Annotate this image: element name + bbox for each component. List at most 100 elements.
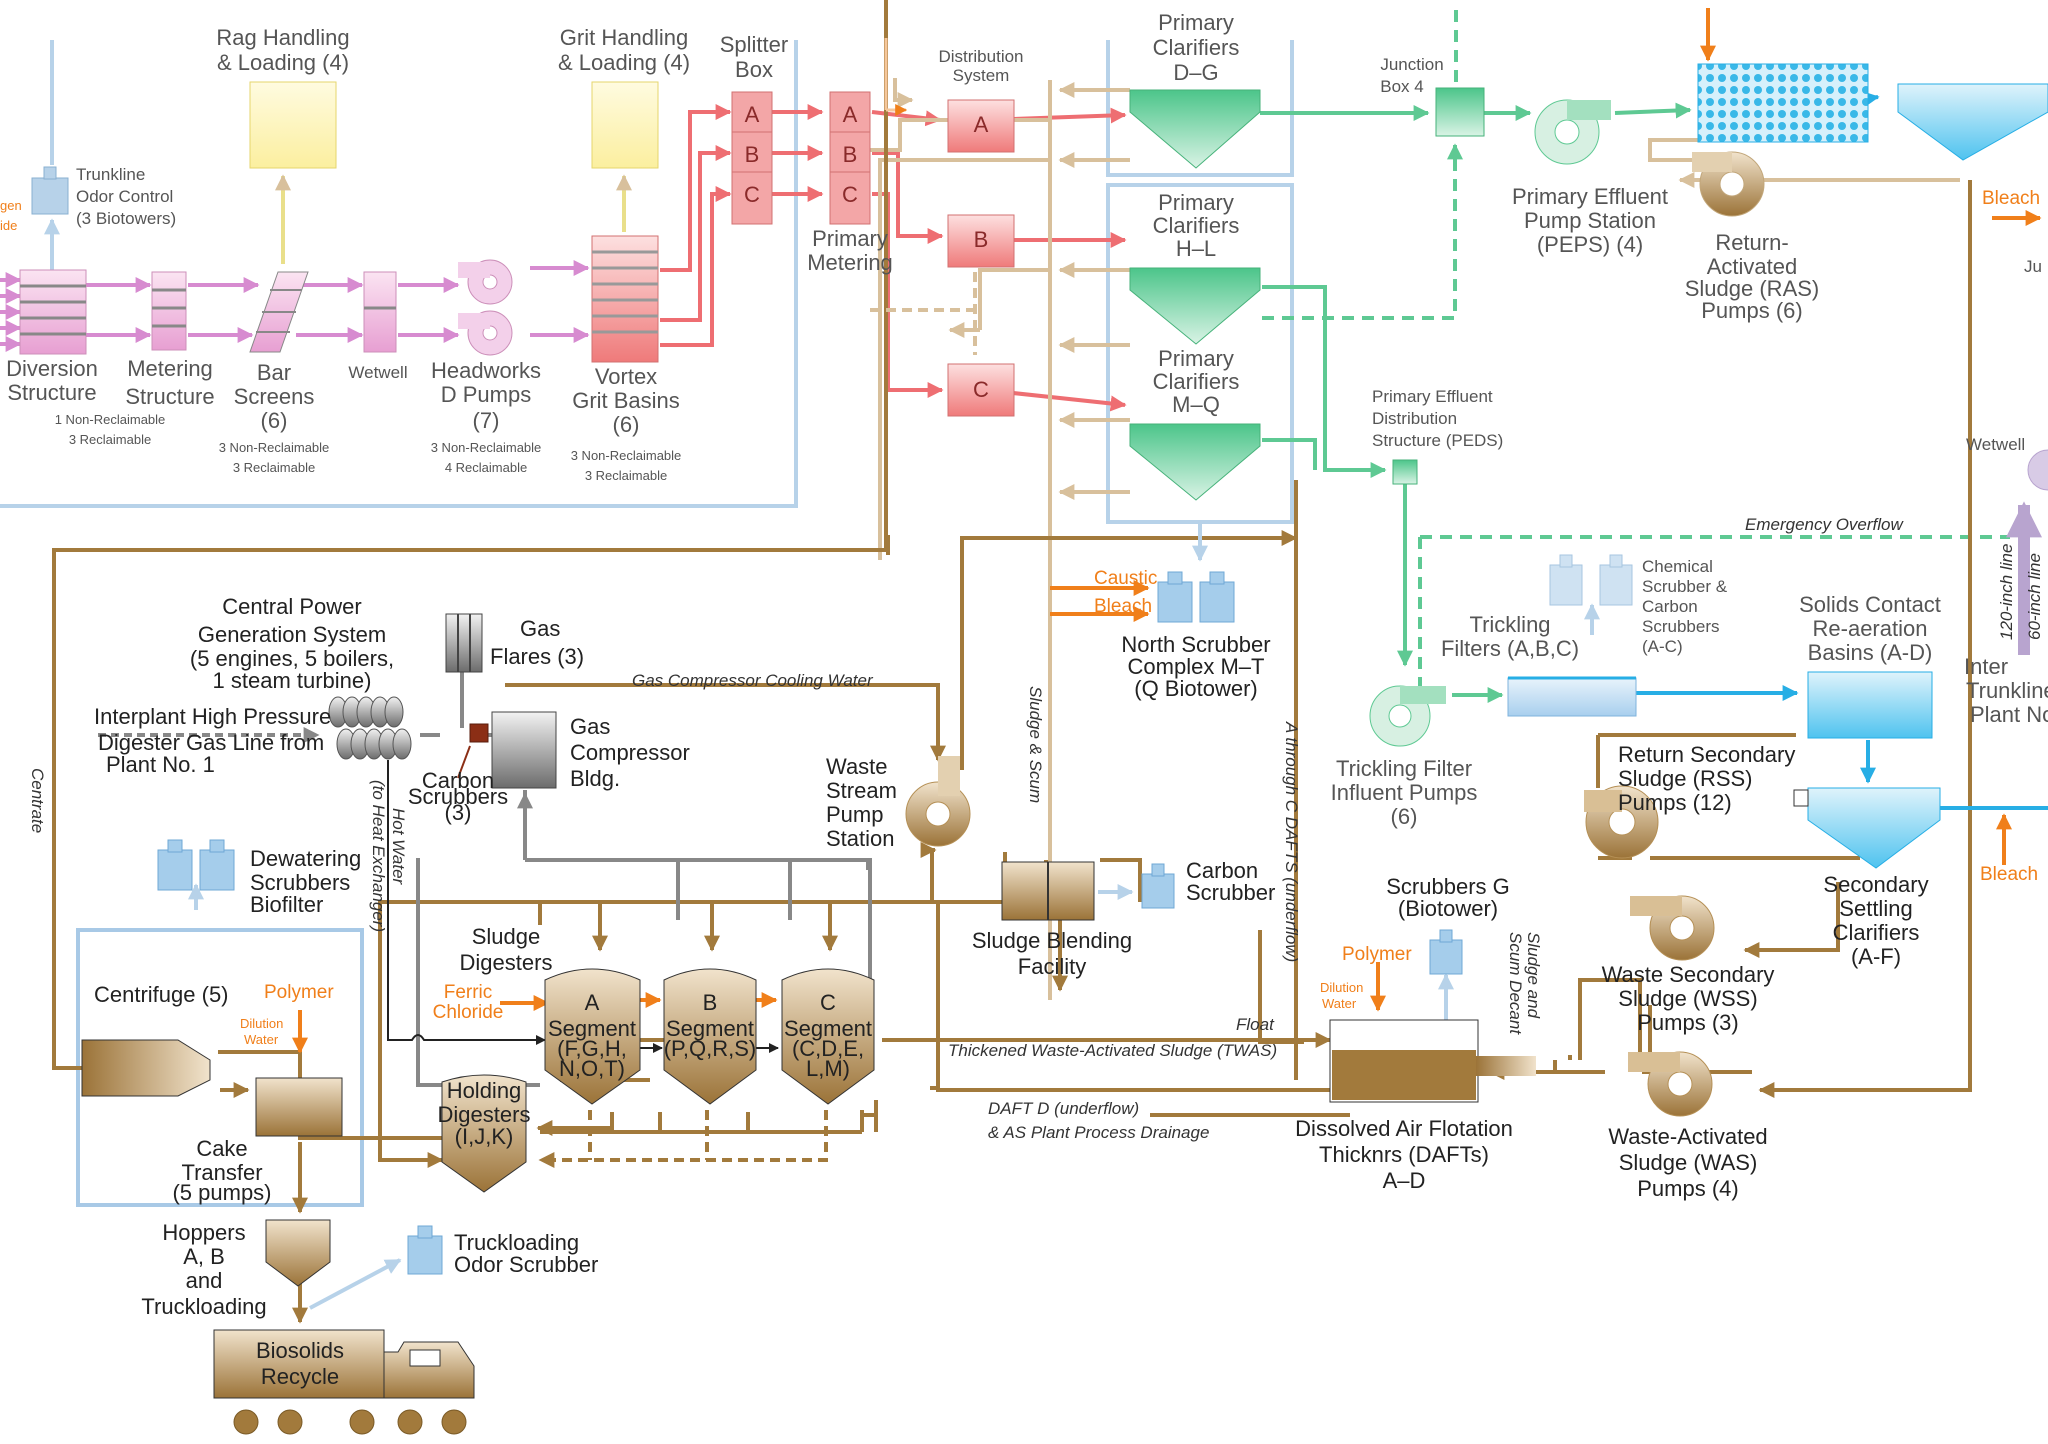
gas-flares-label-2: Flares (3) [490,644,584,669]
biosolids-truck-icon [213,1329,475,1435]
dilution-centrifuge-label: Dilution [240,1016,283,1031]
waste-stream-pump-icon [905,756,971,847]
rag-handling-label-2: & Loading (4) [217,50,349,75]
central-power-coils-icon [328,696,412,760]
segment-c-label-4: L,M) [806,1056,850,1081]
waste-stream-label-4: Station [826,826,895,851]
secondary-clarifier-top-icon [1897,83,2048,161]
north-scrubber-label-3: (Q Biotower) [1134,676,1257,701]
truckloading-odor-label-1: Truckloading [454,1230,579,1255]
hoppers-label-3: and [186,1268,223,1293]
tf-pumps-label-3: (6) [1391,804,1418,829]
primary-clarifiers-hl-label-1: Primary [1158,190,1234,215]
primary-clarifiers-dg-label-2: Clarifiers [1153,35,1240,60]
primary-clarifiers-mq-label-3: M–Q [1172,392,1220,417]
segment-b-label-2: Segment [666,1016,754,1041]
junction-box-label-2: Box 4 [1380,77,1423,96]
aeration-basin-icon [1697,63,1869,143]
primary-clarifiers-mq-label-1: Primary [1158,346,1234,371]
trickling-filters-label-1: Trickling [1469,612,1550,637]
splitter-c-label: C [744,182,760,207]
green-dashed-flows [1262,10,2010,690]
ferric-label-1: Ferric [444,982,493,1003]
central-power-label-4: 1 steam turbine) [213,668,372,693]
sludge-blending-label-2: Facility [1018,954,1086,979]
waste-stream-label-1: Waste [826,754,888,779]
rss-label-2: Sludge (RSS) [1618,766,1753,791]
segment-c-label-1: C [820,990,836,1015]
wetwell-label: Wetwell [348,363,407,382]
tf-pumps-label-2: Influent Pumps [1331,780,1478,805]
interplant-label-2: Digester Gas Line from [98,730,324,755]
diversion-structure-icon [19,269,87,355]
sludge-digesters-label-1: Sludge [472,924,541,949]
peps-label-3: (PEPS) (4) [1537,232,1643,257]
green-flows [1260,102,1692,703]
primary-clarifiers-hl-label-3: H–L [1176,236,1216,261]
dewatering-label-2: Scrubbers [250,870,350,895]
biosolids-label-2: Recycle [261,1364,339,1389]
ras-pump-icon [1692,151,1765,217]
grey-dashed-gas [98,655,464,743]
headworks-label-4: 3 Non-Reclaimable [431,440,542,455]
splitter-a-label: A [745,102,760,127]
holding-digesters-label-1: Holding [447,1078,522,1103]
chem-scrubber-label-4: Scrubbers [1642,617,1719,636]
sludge-scum-label: Sludge & Scum [1026,686,1045,803]
distribution-a-label: A [974,112,989,137]
metering-c-label: C [842,182,858,207]
edge-wetwell-label: Wetwell [1966,435,2025,454]
dewatering-label-1: Dewatering [250,846,361,871]
centrate-label: Centrate [28,768,47,833]
trunkline-label-1: Trunkline [76,165,145,184]
peps-pump-icon [1534,99,1611,165]
gas-compressor-label-3: Bldg. [570,766,620,791]
segment-a-label-1: A [585,990,600,1015]
distribution-c-label: C [973,377,989,402]
headworks-pumps-icon [458,259,513,356]
distribution-system-label-2: System [953,66,1010,85]
hoppers-label-2: A, B [183,1244,225,1269]
primary-clarifiers-dg-label-1: Primary [1158,10,1234,35]
was-pump-icon [1628,1051,1713,1117]
distribution-b-label: B [974,227,989,252]
chem-scrubber-label-2: Scrubber & [1642,577,1728,596]
biosolids-label-1: Biosolids [256,1338,344,1363]
cake-transfer-icon [255,1077,343,1137]
interplant-label-3: Plant No. 1 [106,752,215,777]
peps-label-1: Primary Effluent [1512,184,1668,209]
was-label-2: Sludge (WAS) [1619,1150,1758,1175]
twas-label: Thickened Waste-Activated Sludge (TWAS) [948,1041,1277,1060]
diversion-label-4: 3 Reclaimable [69,432,151,447]
metering-b-label: B [843,142,858,167]
metering-label-2: Structure [125,384,214,409]
gas-compressor-bldg-icon [491,711,557,789]
edge-gen-label-2: ide [0,218,17,233]
emergency-overflow-label: Emergency Overflow [1745,515,1904,534]
gas-flares-label-1: Gas [520,616,560,641]
solids-contact-label-3: Basins (A-D) [1808,640,1933,665]
rag-handling-label-1: Rag Handling [216,25,349,50]
peds-label-2: Distribution [1372,409,1457,428]
waste-stream-label-2: Stream [826,778,897,803]
central-power-label-3: (5 engines, 5 boilers, [190,646,394,671]
caustic-label: Caustic [1094,568,1157,589]
diversion-label-3: 1 Non-Reclaimable [55,412,166,427]
bleach-top-label: Bleach [1982,188,2040,209]
bar-screens-label-2: Screens [234,384,315,409]
gas-compressor-label-2: Compressor [570,740,690,765]
float-label: Float [1236,1015,1275,1034]
vortex-label-4: 3 Non-Reclaimable [571,448,682,463]
headworks-label-1: Headworks [431,358,541,383]
was-label-1: Waste-Activated [1608,1124,1767,1149]
ssc-label-3: Clarifiers [1833,920,1920,945]
sludge-digesters-label-2: Digesters [460,950,553,975]
chem-scrubber-label-1: Chemical [1642,557,1713,576]
gas-compressor-label-1: Gas [570,714,610,739]
peps-label-2: Pump Station [1524,208,1656,233]
gas-flares-icon [445,613,483,673]
diversion-label-2: Structure [7,380,96,405]
carbon-scrubbers-label-2: Scrubbers [408,784,508,809]
hoppers-label-1: Hoppers [162,1220,245,1245]
